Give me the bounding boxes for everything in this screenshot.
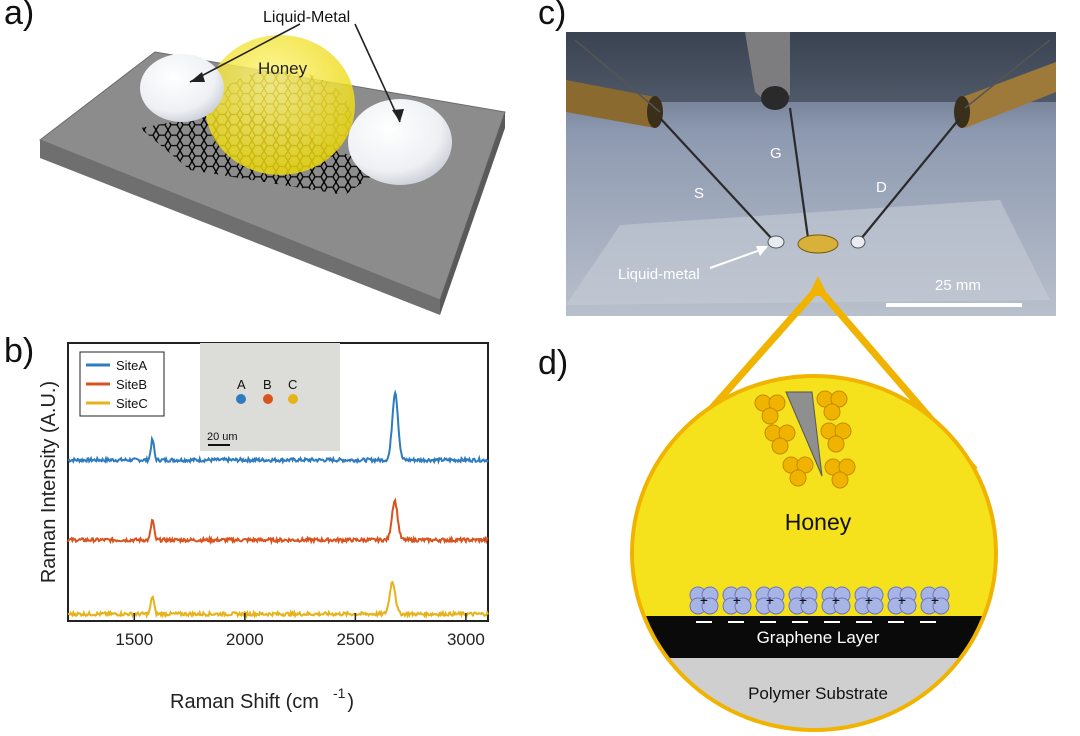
series-line-SiteC bbox=[67, 580, 489, 620]
inset-micrograph: A B C 20 um bbox=[200, 343, 340, 451]
svg-text:+: + bbox=[832, 592, 840, 608]
inset-site-B: B bbox=[263, 377, 272, 392]
chart-series-group bbox=[67, 389, 489, 620]
polymer-substrate-label: Polymer Substrate bbox=[748, 684, 888, 703]
photo-liquid-metal-label: Liquid-metal bbox=[618, 266, 700, 283]
legend-label-siteC: SiteC bbox=[116, 396, 148, 411]
honey-molecule bbox=[816, 390, 848, 421]
cation-cluster: + bbox=[722, 586, 752, 615]
inset-site-A: A bbox=[237, 377, 246, 392]
x-tick-label: 2000 bbox=[226, 630, 264, 649]
svg-text:+: + bbox=[799, 592, 807, 608]
x-tick-label: 1500 bbox=[115, 630, 153, 649]
panel-label-d: d) bbox=[538, 344, 569, 382]
inset-scale-label: 20 um bbox=[207, 431, 238, 443]
liquid-metal-label: Liquid-Metal bbox=[263, 9, 350, 26]
honey-molecule bbox=[820, 422, 852, 453]
honey-molecule bbox=[782, 456, 814, 487]
photo-liquid-metal-drop-left bbox=[767, 235, 785, 249]
svg-text:+: + bbox=[733, 592, 741, 608]
series-line-SiteB bbox=[67, 497, 489, 546]
x-tick-label: 3000 bbox=[447, 630, 485, 649]
panel-a-device-illustration: Liquid-Metal Honey bbox=[38, 9, 506, 315]
cation-cluster: + bbox=[821, 586, 851, 615]
liquid-metal-drop-left bbox=[140, 54, 224, 122]
legend: SiteA SiteB SiteC bbox=[79, 351, 165, 417]
chart-ticks-group: 1500 2000 2500 3000 bbox=[115, 613, 485, 649]
panel-c-probe-photo: S G D Liquid-metal 25 mm bbox=[566, 32, 1056, 316]
inset-dot-A bbox=[236, 394, 246, 404]
substrate-side bbox=[440, 112, 505, 315]
honey-region bbox=[632, 376, 996, 616]
ion-row: + + + + + + + + bbox=[689, 586, 950, 615]
panel-b-raman-chart: 1500 2000 2500 3000 SiteA SiteB SiteC A B C… bbox=[38, 342, 489, 713]
honey-molecules bbox=[754, 390, 856, 489]
panel-label-b: b) bbox=[4, 332, 35, 370]
honey-schematic-label: Honey bbox=[785, 509, 852, 535]
cation-cluster: + bbox=[755, 586, 785, 615]
probe-needle-g bbox=[788, 107, 810, 239]
svg-text:+: + bbox=[931, 592, 939, 608]
cation-cluster: + bbox=[689, 586, 719, 615]
svg-text:+: + bbox=[700, 592, 708, 608]
panel-label-a: a) bbox=[4, 0, 35, 32]
cation-cluster: + bbox=[920, 586, 950, 615]
inset-site-C: C bbox=[288, 377, 297, 392]
legend-label-siteA: SiteA bbox=[116, 358, 147, 373]
graphene-layer-label: Graphene Layer bbox=[757, 628, 880, 647]
cation-cluster: + bbox=[788, 586, 818, 615]
photo-liquid-metal-drop-right bbox=[850, 235, 866, 249]
probe-label-s: S bbox=[694, 185, 704, 202]
honey-molecule bbox=[764, 424, 796, 455]
honey-molecule bbox=[754, 394, 786, 425]
svg-text:+: + bbox=[865, 592, 873, 608]
photo-honey-drop bbox=[797, 234, 839, 254]
probe-needle-d bbox=[859, 117, 961, 241]
zoom-circle-border bbox=[630, 374, 998, 732]
x-axis-label: Raman Shift (cm-1) bbox=[170, 685, 354, 713]
series-line-SiteA bbox=[67, 389, 489, 465]
probe-label-g: G bbox=[770, 145, 782, 162]
y-axis-label: Raman Intensity (A.U.) bbox=[38, 381, 60, 583]
probe-needle-s bbox=[659, 117, 774, 241]
cation-cluster: + bbox=[854, 586, 884, 615]
panel-d-schematic: + + + + + + + + Honey Graphene Layer Polymer Su… bbox=[630, 276, 998, 732]
inset-dot-B bbox=[263, 394, 273, 404]
scale-bar-label: 25 mm bbox=[935, 277, 981, 294]
legend-label-siteB: SiteB bbox=[116, 377, 147, 392]
substrate-front bbox=[40, 140, 440, 315]
probe-tip bbox=[785, 391, 823, 477]
liquid-metal-drop-right bbox=[348, 99, 452, 185]
probe-label-d: D bbox=[876, 179, 887, 196]
inset-dot-C bbox=[288, 394, 298, 404]
honey-molecule bbox=[824, 458, 856, 489]
cation-cluster: + bbox=[887, 586, 917, 615]
honey-label: Honey bbox=[258, 59, 308, 78]
x-tick-label: 2500 bbox=[336, 630, 374, 649]
svg-text:+: + bbox=[766, 592, 774, 608]
panel-label-c: c) bbox=[538, 0, 567, 32]
svg-text:+: + bbox=[898, 592, 906, 608]
